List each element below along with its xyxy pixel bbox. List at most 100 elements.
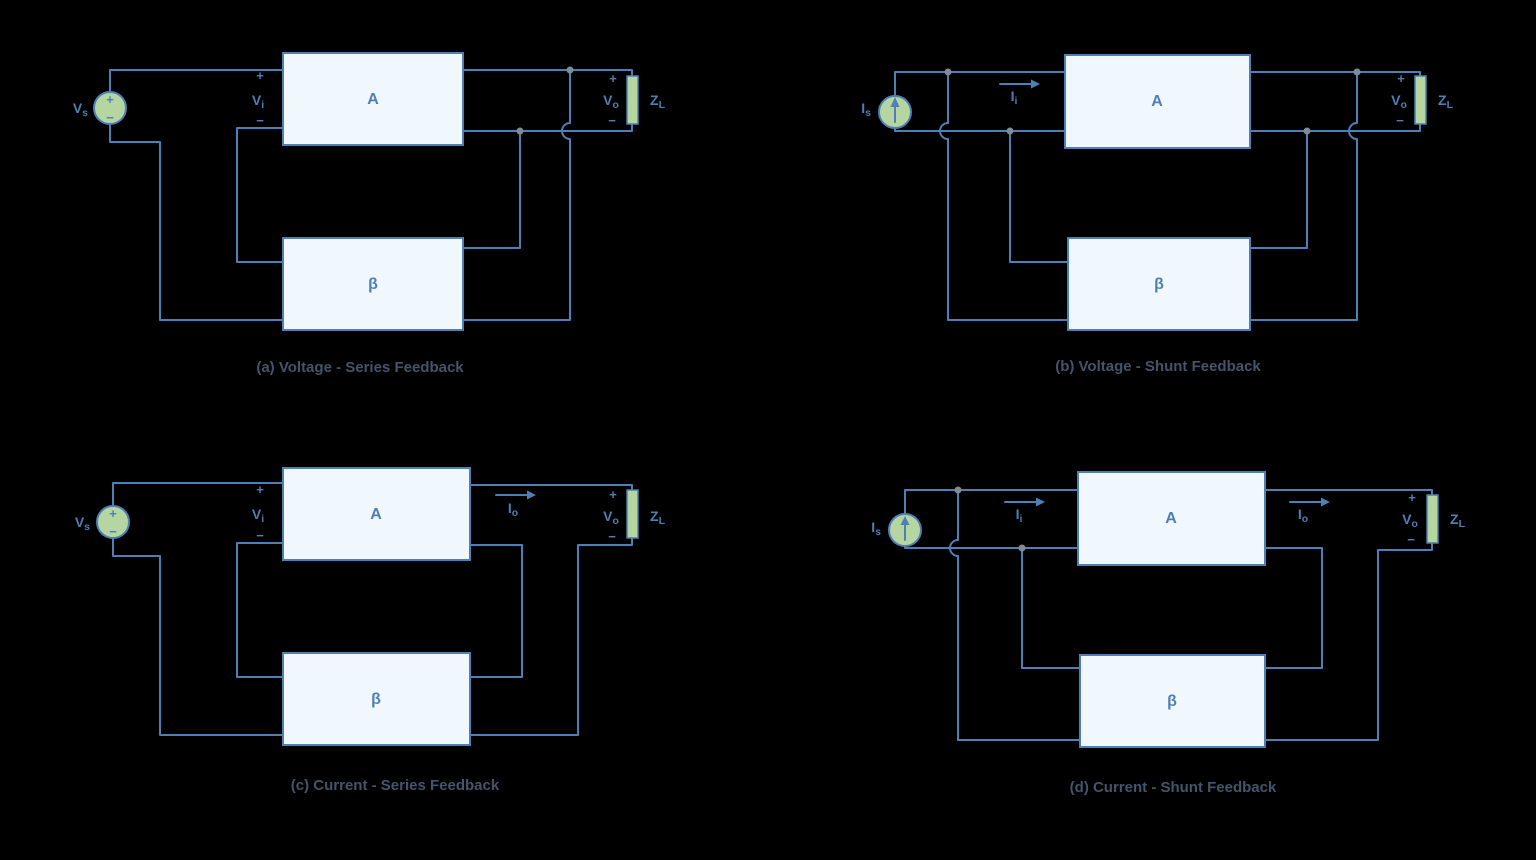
output-label-sub: o <box>1400 99 1406 111</box>
output-current-label: Io <box>1298 506 1308 525</box>
wire-amp-output-top-to-load <box>1249 71 1421 77</box>
wire-amp-output-bottom-to-load <box>1249 123 1421 132</box>
wire-ground-rail <box>894 127 1066 132</box>
current-source <box>888 513 922 547</box>
input-label-sub: i <box>261 513 264 525</box>
diagram-voltage-shunt: Is Ii A β + Vo − ZL (b) Voltage - Shunt … <box>861 54 1454 375</box>
load-label: ZL <box>650 92 666 111</box>
junction-dot <box>516 127 524 135</box>
output-plus-sign: + <box>609 487 617 502</box>
feedback-label: β <box>368 276 378 293</box>
output-label-main: V <box>603 508 613 524</box>
output-plus-sign: + <box>1397 71 1405 86</box>
caption-d: (d) Current - Shunt Feedback <box>1070 779 1277 796</box>
wire-feedback-sense-bottom <box>462 69 571 321</box>
input-label-main: V <box>252 92 262 108</box>
source-circle <box>96 505 130 539</box>
source-label-sub: s <box>875 526 881 538</box>
arrow-head <box>1321 497 1330 507</box>
caption-a: (a) Voltage - Series Feedback <box>256 359 464 376</box>
output-minus-sign: − <box>1396 113 1404 128</box>
input-label-main: V <box>252 506 262 522</box>
feedback-block <box>1067 237 1251 331</box>
output-minus-sign: − <box>608 529 616 544</box>
load-resistor <box>1414 75 1427 125</box>
wire-amp-output-top-to-load <box>462 69 633 77</box>
amplifier-block <box>1077 471 1266 566</box>
feedback-label: β <box>371 691 381 708</box>
input-label-main: I <box>1016 506 1020 522</box>
output-current-label: Io <box>508 500 518 519</box>
junction-dot <box>1006 127 1014 135</box>
amplifier-label: A <box>370 506 382 523</box>
wire-amp-input-to-feedback <box>236 542 284 678</box>
wire-ground-rail <box>904 545 1079 549</box>
feedback-block <box>282 652 471 746</box>
output-label-sub: o <box>612 515 618 527</box>
output-plus-sign: + <box>609 71 617 86</box>
output-current-sub: o <box>512 507 518 519</box>
caption-b: (b) Voltage - Shunt Feedback <box>1055 358 1261 375</box>
load-label: ZL <box>650 508 666 527</box>
current-arrow-head <box>900 516 910 525</box>
wire-amp-output-top-to-load <box>1264 489 1433 496</box>
source-plus-sign: + <box>109 506 117 521</box>
voltage-source: + − <box>93 91 127 125</box>
input-minus-sign: − <box>256 528 264 543</box>
source-label: Is <box>871 519 881 538</box>
source-label-main: I <box>871 519 875 535</box>
source-label-sub: s <box>84 521 90 533</box>
output-label-main: V <box>1391 92 1401 108</box>
wire-amp-output-bottom-to-load <box>462 123 633 132</box>
wire-amp-output-to-feedback <box>1264 547 1323 669</box>
output-plus-sign: + <box>1408 490 1416 505</box>
junction-dot <box>1353 68 1361 76</box>
input-voltage-label: Vi <box>252 506 264 525</box>
input-label-sub: i <box>261 99 264 111</box>
junction-dot <box>954 486 962 494</box>
feedback-label: β <box>1154 276 1164 293</box>
load-resistor <box>626 75 639 125</box>
wire-source-return-to-feedback <box>109 123 284 321</box>
wire-source-to-amp-top <box>894 71 1066 97</box>
output-voltage-label: Vo <box>603 92 619 111</box>
wire-amp-output-top-to-load <box>469 484 633 491</box>
output-label-main: V <box>603 92 613 108</box>
input-plus-sign: + <box>256 68 264 83</box>
wire-source-to-amp-top <box>109 69 284 93</box>
input-minus-sign: − <box>256 113 264 128</box>
wire-amp-output-to-feedback <box>469 544 523 678</box>
feedback-block <box>282 237 464 331</box>
wire-input-node-to-feedback <box>949 489 1081 741</box>
input-label-main: I <box>1011 88 1015 104</box>
diagram-current-shunt: Is Ii A β Io + Vo − ZL (d) Current - Shu… <box>871 471 1466 796</box>
output-current-main: I <box>508 500 512 516</box>
diagram-current-series: + − Vs + Vi − A β Io + Vo − ZL (c) Curre… <box>75 467 666 794</box>
arrow-head <box>1036 497 1045 507</box>
feedback-block <box>1079 654 1266 748</box>
input-current-arrow <box>1004 497 1045 507</box>
load-label: ZL <box>1438 92 1454 111</box>
junction-dot <box>944 68 952 76</box>
output-current-arrow <box>495 490 536 500</box>
output-label-sub: o <box>1411 518 1417 530</box>
load-resistor <box>1426 494 1439 544</box>
amplifier-label: A <box>1165 510 1177 527</box>
amplifier-block <box>282 52 464 146</box>
input-current-arrow <box>999 79 1040 89</box>
source-minus-sign: − <box>106 110 114 125</box>
output-label-main: V <box>1402 511 1412 527</box>
load-resistor <box>626 489 639 539</box>
wire-load-return-to-feedback <box>469 537 633 736</box>
output-minus-sign: − <box>1407 532 1415 547</box>
input-label-sub: i <box>1014 95 1017 107</box>
output-current-main: I <box>1298 506 1302 522</box>
source-label: Vs <box>73 100 88 119</box>
source-label: Is <box>861 100 871 119</box>
output-current-sub: o <box>1302 513 1308 525</box>
amplifier-label: A <box>367 91 379 108</box>
source-label-sub: s <box>865 107 871 119</box>
amplifier-label: A <box>1151 93 1163 110</box>
diagram-voltage-series: + − Vs + Vi − A β + Vo − ZL (a) Voltage … <box>73 52 666 376</box>
